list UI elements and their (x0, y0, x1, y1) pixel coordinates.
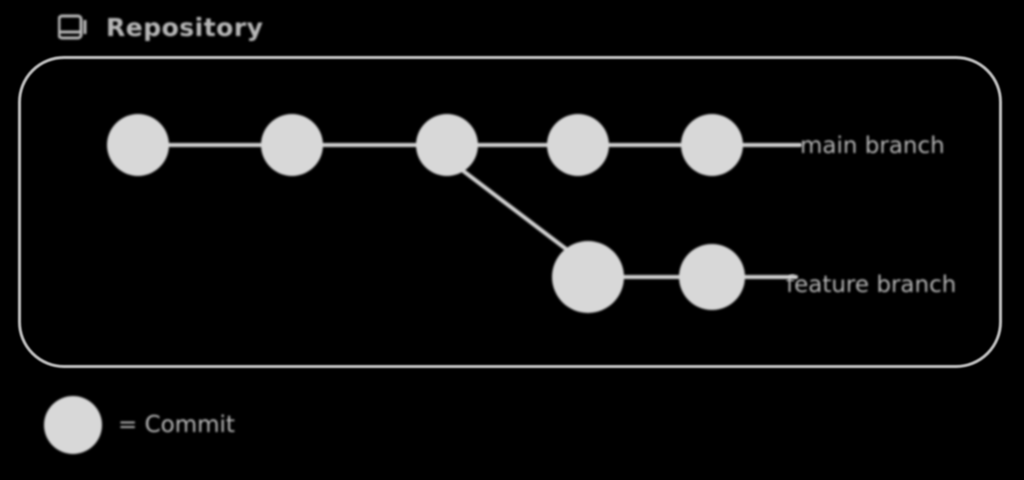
commit-node-swatch (44, 396, 102, 454)
edge-branch-diagonal (460, 168, 572, 254)
legend-label: = Commit (118, 412, 235, 438)
graph-nodes (107, 114, 745, 313)
commit-node (416, 114, 478, 176)
commit-node (547, 114, 609, 176)
commit-node (107, 114, 169, 176)
commit-node (681, 114, 743, 176)
commit-node (679, 244, 745, 310)
graph-edges (158, 143, 802, 279)
commit-node (261, 114, 323, 176)
legend: = Commit (44, 396, 235, 454)
repository-container-boundary (18, 56, 1002, 368)
page-title: Repository (106, 12, 264, 42)
feature-branch-label: feature branch (786, 272, 957, 298)
repository-icon (58, 14, 92, 40)
repository-title-row: Repository (58, 14, 263, 40)
commit-node (552, 241, 624, 313)
main-branch-label: main branch (800, 133, 945, 159)
